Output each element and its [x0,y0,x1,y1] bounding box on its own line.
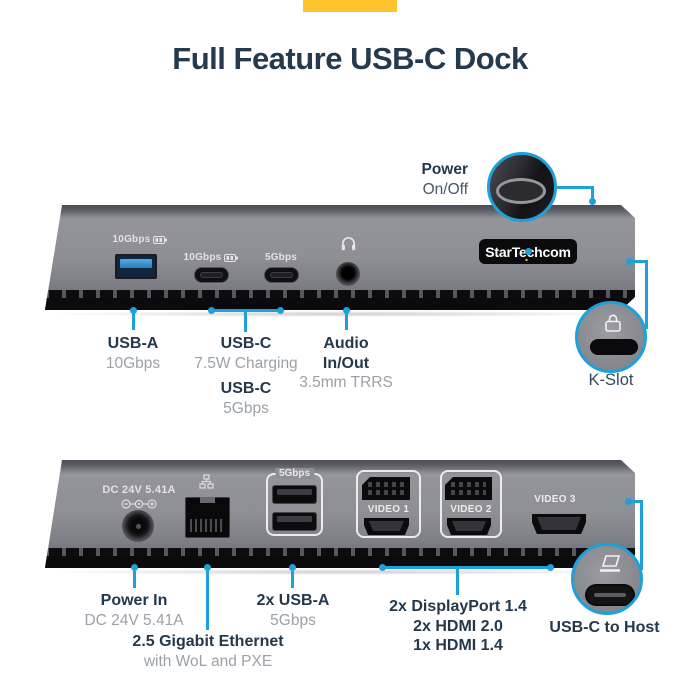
battery-icon [224,253,239,262]
battery-icon [153,235,168,244]
video1-outline [356,470,421,538]
usb-c-port-2 [265,268,298,282]
usb-a-port-back-1 [273,486,316,503]
usb-a-speed-label: 10Gbps [100,234,180,245]
video-callout: 2x DisplayPort 1.4 2x HDMI 2.0 1x HDMI 1… [389,598,527,654]
callout-line [645,260,648,329]
video3-label: VIDEO 3 [534,494,576,505]
callout-line [456,566,459,595]
power-button [496,178,546,204]
usb-c-host-port [587,586,633,604]
callout-dot [289,564,296,571]
callout-line [591,186,594,201]
callout-line [640,500,643,570]
usb-a-back-callout: 2x USB-A 5Gbps [256,592,330,629]
lock-icon [605,314,621,332]
k-slot-label: K-Slot [588,371,634,389]
network-icon [199,474,214,489]
video2-outline [440,470,502,538]
usb-c-host-magnifier [571,543,643,615]
usb-a-callout: USB-A 10Gbps [105,335,161,372]
dock-shadow [52,311,630,317]
power-button-magnifier [487,152,557,222]
dc-rating-label: DC 24V 5.41A [102,484,176,496]
usb-c1-speed-label: 10Gbps [166,252,256,263]
power-subtitle: On/Off [422,180,468,198]
usb-a-port-front [115,254,157,279]
callout-line [345,313,348,330]
usb-c-port-1 [195,268,228,282]
usb-c2-speed-label: 5Gbps [264,252,298,263]
vent-grille [45,290,635,310]
power-callout-label: Power On/Off [368,160,468,199]
headphones-icon [341,237,356,251]
callout-line [556,186,594,189]
video1-label: VIDEO 1 [367,504,410,515]
callout-line [133,571,136,588]
dock-back-view: DC 24V 5.41A 5Gbps [45,460,635,568]
callout-dot [130,307,137,314]
displayport-2 [445,477,492,500]
power-in-callout: Power In DC 24V 5.41A [84,592,184,629]
callout-line [291,571,294,588]
k-slot-magnifier [575,301,647,373]
callout-line [631,260,648,263]
startech-logo: StarTech.com [479,239,577,264]
dock-shadow [52,569,630,575]
displayport-1 [362,477,410,500]
callout-dot [208,307,215,314]
ethernet-callout: 2.5 Gigabit Ethernet with WoL and PXE [132,633,284,670]
callout-dot [379,564,386,571]
callout-dot [343,307,350,314]
callout-dot [204,564,211,571]
k-slot-hole [590,339,638,355]
dc-power-port [122,510,154,542]
video2-label: VIDEO 2 [450,504,492,515]
vent-grille [45,548,635,568]
audio-jack-port [336,262,360,286]
callout-dot [626,258,633,265]
callout-dot [547,564,554,571]
callout-line [132,313,135,330]
callout-dot [625,498,632,505]
callout-line [630,500,643,503]
usb-hub-outline: 5Gbps [266,468,323,536]
power-title: Power [421,161,468,178]
usb-c-callout: USB-C 7.5W Charging USB-C 5Gbps [194,335,298,417]
usb-a-port-back-2 [273,513,316,530]
dock-front-view: 10Gbps 10Gbps 5Gbps StarTech.com [45,205,635,310]
laptop-icon [600,555,621,572]
usb-hub-speed-label: 5Gbps [274,468,315,479]
callout-line [382,566,551,569]
callout-dot [277,307,284,314]
hdmi-3 [532,514,586,534]
accent-bar [303,0,397,12]
callout-dot [131,564,138,571]
hdmi-1 [364,518,409,535]
usb-c-host-label: USB-C to Host [549,619,660,636]
logo-dot: . [524,248,532,264]
callout-line [244,309,247,332]
polarity-icon [121,499,157,509]
page-title: Full Feature USB-C Dock [172,41,528,76]
callout-dot [589,198,596,205]
ethernet-port [185,497,230,538]
callout-line [206,571,209,630]
hdmi-2 [447,518,491,535]
audio-callout: Audio In/Out 3.5mm TRRS [299,335,393,391]
